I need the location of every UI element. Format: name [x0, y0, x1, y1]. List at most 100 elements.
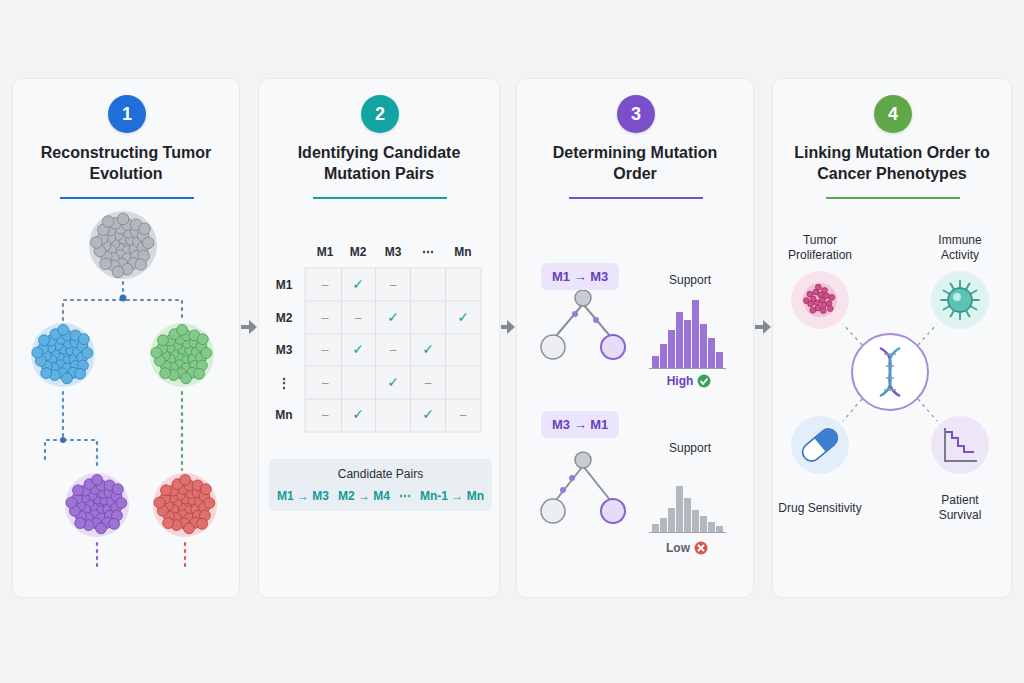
panel-title: Identifying Candidate Mutation Pairs — [271, 143, 487, 185]
stage-panel: Reconstructing Tumor Evolution1 — [12, 78, 240, 598]
mutation-dot — [569, 475, 575, 481]
matrix-header: ⋮ — [278, 376, 290, 391]
histogram-bar — [652, 524, 659, 532]
arrow-head — [249, 320, 257, 334]
matrix-header: Mn — [454, 245, 471, 260]
icon-ground — [791, 271, 849, 329]
cell — [112, 484, 123, 495]
order-label: M3 → M1 — [552, 417, 608, 432]
cell — [807, 291, 813, 297]
proliferation-icon — [791, 271, 849, 329]
cell — [75, 368, 86, 379]
cell-nucleus — [953, 293, 961, 301]
mutation-dot — [593, 317, 599, 323]
mutation-dot — [572, 311, 578, 317]
candidate-pair: M1 → M3 — [277, 489, 329, 503]
histogram-title: Support — [669, 273, 711, 288]
matrix-cell: – — [460, 408, 467, 423]
histogram-bar — [708, 522, 715, 532]
spike — [970, 306, 976, 310]
cross-mark — [698, 545, 704, 551]
matrix-header: M1 — [317, 245, 334, 260]
candidate-pair: ⋯ — [399, 489, 411, 503]
panel-title: Linking Mutation Order to Cancer Phenoty… — [785, 143, 999, 185]
cell — [139, 223, 151, 235]
matrix-frame — [305, 268, 481, 432]
cluster-body — [89, 211, 157, 279]
cell — [197, 518, 208, 529]
matrix-header: M1 — [276, 278, 293, 293]
cluster-body — [153, 473, 217, 537]
order-pill: M1 → M3 — [541, 263, 619, 290]
spike — [966, 310, 970, 316]
dna-strand — [880, 348, 900, 396]
title-underline — [826, 197, 960, 199]
cell — [92, 474, 103, 485]
matrix-grid — [305, 268, 481, 432]
leader-line — [843, 399, 862, 421]
candidate-heading: Candidate Pairs — [277, 467, 484, 481]
cell — [201, 348, 212, 359]
histogram-bar — [684, 320, 691, 368]
histogram-bar — [668, 330, 675, 368]
tree-leaf — [541, 499, 565, 523]
status-icon — [698, 375, 711, 388]
lineage-line — [184, 543, 186, 566]
drug-icon — [791, 416, 849, 474]
matrix-cell: ✓ — [387, 374, 399, 392]
step-number: 2 — [361, 95, 399, 133]
cell — [41, 368, 52, 379]
survival-curve — [946, 432, 974, 452]
histogram-bar — [652, 356, 659, 368]
cell — [112, 266, 124, 278]
cell — [100, 258, 112, 270]
step-number: 4 — [874, 95, 912, 133]
matrix-cell: – — [322, 408, 329, 423]
title-underline — [569, 197, 703, 199]
card-ground — [772, 78, 1012, 598]
tree-root — [575, 452, 591, 468]
histogram-bar — [676, 312, 683, 368]
cell — [135, 259, 147, 271]
cluster-body — [31, 323, 95, 387]
cell — [194, 368, 205, 379]
cell — [810, 307, 816, 313]
tree-leaf — [601, 335, 625, 359]
histogram-title: Support — [669, 441, 711, 456]
cell — [161, 485, 172, 496]
cell — [821, 302, 827, 308]
tree-root — [575, 290, 591, 306]
cell — [829, 295, 835, 301]
step-number-circle: 3 — [617, 95, 655, 133]
capsule — [799, 425, 841, 465]
cell — [58, 324, 69, 335]
phenotype-label: Drug Sensitivity — [774, 501, 866, 516]
histogram-bar — [668, 508, 675, 532]
spike — [970, 291, 976, 295]
cell — [827, 306, 833, 312]
histogram-bar — [692, 510, 699, 532]
cell — [39, 335, 50, 346]
cell — [62, 373, 73, 384]
cell — [82, 348, 93, 359]
matrix-cell: – — [322, 376, 329, 391]
phenotype-label: Tumor Proliferation — [774, 233, 866, 263]
lineage-nodes — [60, 295, 127, 444]
arrow-head — [507, 320, 515, 334]
support-level: High — [667, 374, 694, 389]
icon-ground — [791, 416, 849, 474]
histogram-axis — [649, 368, 726, 369]
cell — [204, 498, 215, 509]
cell — [824, 293, 830, 299]
cell — [158, 335, 169, 346]
cell — [826, 300, 832, 306]
histogram-bar — [684, 498, 691, 532]
cell — [73, 485, 84, 496]
candidate-pair: Mn-1 → Mn — [420, 489, 484, 503]
tree-branch — [556, 304, 610, 336]
cell — [822, 288, 828, 294]
flow-arrow — [755, 320, 771, 334]
